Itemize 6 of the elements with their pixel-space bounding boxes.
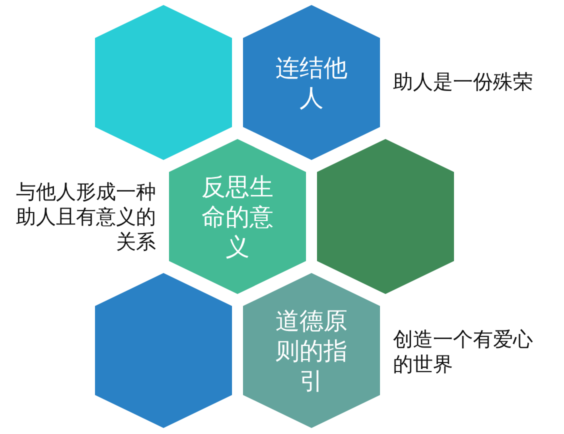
- hexagon-label: 道德原则的指引: [274, 306, 348, 396]
- side-caption: 助人是一份殊荣: [393, 70, 533, 94]
- hexagon-label: 反思生命的意义: [200, 172, 274, 262]
- side-caption: 与他人形成一种助人且有意义的关系: [15, 180, 156, 254]
- side-caption: 创造一个有爱心的世界: [393, 327, 534, 377]
- hexagon-label: 连结他人: [274, 52, 348, 112]
